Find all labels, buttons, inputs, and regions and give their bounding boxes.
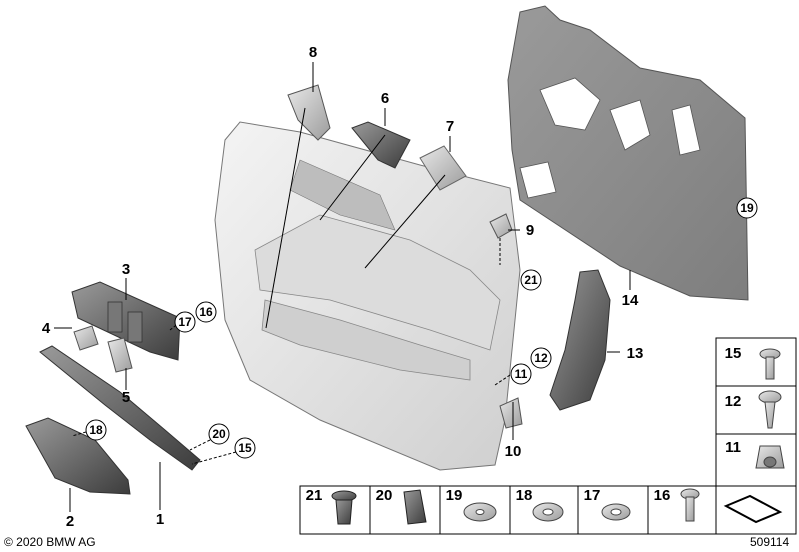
lower-trim-part-2 — [25, 417, 131, 495]
callout-11: 11 — [515, 367, 528, 381]
bottom-table-19: 19 — [446, 487, 463, 504]
bottom-table-21: 21 — [306, 487, 323, 504]
expanding-nut-icon — [755, 445, 785, 469]
speaker-cover-part — [419, 145, 467, 191]
side-fastener-table: 15 12 11 — [715, 337, 797, 487]
callout-19: 19 — [740, 201, 754, 215]
insulation-sheet-part — [507, 5, 749, 301]
leader-lines — [54, 62, 631, 512]
spring-clip-icon — [403, 489, 427, 525]
bracket-part — [549, 269, 611, 411]
bottom-table-18: 18 — [516, 487, 533, 504]
callout-4: 4 — [42, 320, 51, 337]
switch-frame-part-5 — [107, 337, 133, 373]
expanding-rivet-icon — [331, 490, 357, 525]
side-table-11: 11 — [725, 439, 741, 456]
callout-14: 14 — [622, 292, 639, 309]
callout-12: 12 — [534, 351, 548, 365]
small-trim-part-4 — [73, 325, 99, 351]
callout-5: 5 — [122, 389, 130, 406]
callout-13: 13 — [627, 345, 644, 362]
callout-9: 9 — [526, 222, 534, 239]
copyright-text: © 2020 BMW AG — [4, 535, 96, 549]
callout-15: 15 — [238, 441, 252, 455]
decor-strip-part-1 — [39, 345, 201, 471]
small-cover-part-10 — [499, 397, 523, 429]
spring-nut-icon — [532, 502, 564, 522]
star-washer-icon — [463, 502, 497, 522]
callout-17: 17 — [178, 315, 192, 329]
callout-3: 3 — [122, 261, 130, 278]
circled-callouts: 19 21 12 11 17 16 18 20 15 — [85, 197, 758, 459]
callout-1: 1 — [156, 511, 164, 528]
bolt-icon — [680, 488, 700, 522]
switch-panel-part — [71, 281, 181, 361]
callout-numbers: 8 6 7 9 10 13 14 3 4 5 1 2 — [42, 44, 644, 530]
side-table-12: 12 — [725, 393, 742, 410]
callout-6: 6 — [381, 90, 389, 107]
diagram-id: 509114 — [750, 535, 789, 549]
callout-16: 16 — [199, 305, 213, 319]
callout-10: 10 — [505, 443, 522, 460]
door-trim-panel-part — [214, 121, 521, 471]
bottom-table-17: 17 — [584, 487, 601, 504]
callout-18: 18 — [89, 423, 103, 437]
callout-8: 8 — [309, 44, 317, 61]
callout-20: 20 — [212, 427, 226, 441]
bottom-table-20: 20 — [376, 487, 393, 504]
self-tapping-screw-icon — [758, 390, 782, 429]
side-table-15: 15 — [725, 345, 742, 362]
callout-21: 21 — [524, 273, 538, 287]
handle-trim-part — [351, 121, 411, 169]
bottom-fastener-table: 21 20 19 18 17 16 — [299, 485, 797, 535]
callout-2: 2 — [66, 513, 74, 530]
washer-icon — [601, 503, 631, 521]
bottom-table-16: 16 — [654, 487, 671, 504]
screw-icon — [759, 348, 781, 380]
callout-7: 7 — [446, 118, 454, 135]
tab-marker-icon — [723, 494, 783, 524]
